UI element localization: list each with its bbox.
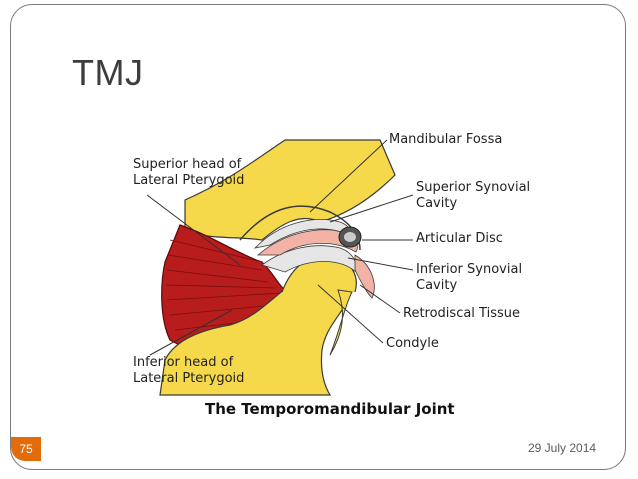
slide-title: TMJ [72, 52, 144, 93]
diagram-caption: The Temporomandibular Joint [205, 400, 455, 418]
label-inferior-synovial-line1: Inferior Synovial [416, 262, 523, 277]
label-condyle: Condyle [386, 336, 439, 351]
label-inferior-head-line1: Inferior head of [133, 355, 234, 370]
styloid-process [329, 289, 353, 356]
retrodiscal-tissue-shape [354, 254, 375, 299]
slide-number-badge: 75 [11, 437, 41, 461]
label-inferior-head-line2: Lateral Pterygoid [133, 371, 245, 386]
label-superior-head-line1: Superior head of [133, 157, 242, 172]
leader-lines [146, 139, 414, 356]
label-mandibular-fossa: Mandibular Fossa [389, 132, 503, 147]
label-articular-disc: Articular Disc [416, 231, 503, 246]
label-superior-synovial-line1: Superior Synovial [416, 180, 531, 195]
label-superior-head-line2: Lateral Pterygoid [133, 173, 245, 188]
label-inferior-synovial-line2: Cavity [416, 278, 458, 293]
tmj-diagram [146, 139, 414, 396]
label-superior-synovial-line2: Cavity [416, 196, 458, 211]
auditory-meatus [338, 226, 362, 248]
slide-date: 29 July 2014 [528, 441, 597, 455]
label-retrodiscal-tissue: Retrodiscal Tissue [403, 306, 520, 321]
